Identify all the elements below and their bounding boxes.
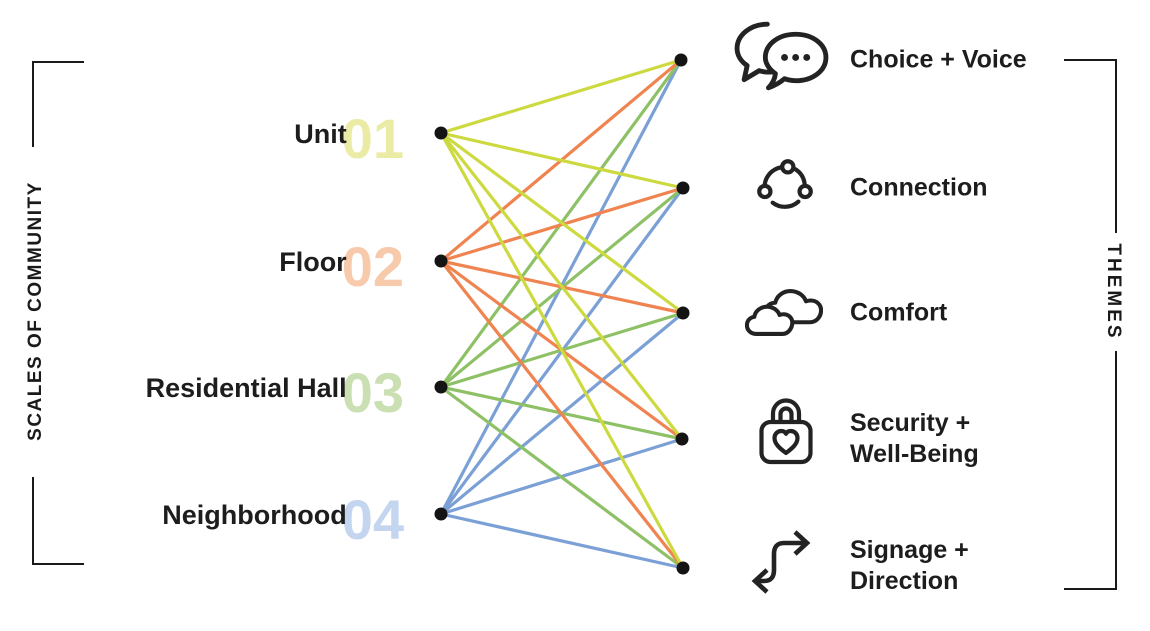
right-bracket-bottom-tick bbox=[1064, 588, 1117, 590]
scale-number: 04 bbox=[341, 488, 404, 551]
connection-network-icon bbox=[757, 159, 813, 215]
scale-label: Unit bbox=[294, 118, 347, 149]
node-dot bbox=[674, 53, 688, 67]
right-bracket-top-line bbox=[1115, 59, 1117, 233]
theme-row-connection: Connection bbox=[850, 173, 988, 204]
edge-unit bbox=[439, 132, 684, 440]
scale-label: Residential Hall bbox=[145, 372, 347, 403]
scale-row-residential-hall: Residential Hall 03 bbox=[145, 357, 404, 424]
right-bracket-top-tick bbox=[1064, 59, 1117, 61]
lock-heart-icon bbox=[756, 391, 816, 467]
scale-number: 03 bbox=[341, 361, 404, 424]
theme-label: Choice + Voice bbox=[850, 45, 1027, 74]
theme-row-comfort: Comfort bbox=[850, 298, 947, 329]
node-dot bbox=[676, 181, 690, 195]
node-dot bbox=[434, 380, 448, 394]
scale-label: Floor bbox=[279, 246, 347, 277]
theme-label: Security + Well-Being bbox=[850, 409, 979, 468]
node-dot bbox=[676, 306, 690, 320]
scale-label: Neighborhood bbox=[162, 499, 347, 530]
direction-arrows-icon bbox=[749, 528, 813, 596]
left-bracket-bottom-tick bbox=[32, 563, 84, 565]
theme-row-signage-direction: Signage + Direction bbox=[850, 535, 969, 597]
speech-bubbles-icon bbox=[731, 18, 832, 99]
edge-unit bbox=[440, 131, 684, 315]
theme-row-security-well-being: Security + Well-Being bbox=[850, 408, 979, 470]
edge-floor bbox=[439, 260, 685, 569]
edge-unit bbox=[439, 132, 685, 569]
scale-row-unit: Unit 01 bbox=[294, 103, 404, 170]
node-dot bbox=[434, 254, 448, 268]
left-bracket-top-line bbox=[32, 61, 34, 147]
theme-label: Connection bbox=[850, 173, 988, 202]
scale-number: 01 bbox=[341, 107, 404, 170]
theme-label: Comfort bbox=[850, 298, 948, 327]
edge-neighborhood bbox=[440, 512, 684, 570]
scale-number: 02 bbox=[341, 235, 404, 298]
clouds-icon bbox=[745, 286, 823, 339]
node-dot bbox=[434, 126, 448, 140]
node-dot bbox=[676, 561, 690, 575]
node-dot bbox=[675, 432, 689, 446]
scale-row-neighborhood: Neighborhood 04 bbox=[162, 484, 404, 551]
theme-row-choice-voice: Choice + Voice bbox=[850, 45, 1027, 76]
theme-label: Signage + Direction bbox=[850, 536, 969, 595]
edge-residential-hall bbox=[440, 385, 684, 570]
right-bracket-bottom-line bbox=[1115, 351, 1117, 590]
node-dot bbox=[434, 507, 448, 521]
scale-row-floor: Floor 02 bbox=[279, 231, 404, 298]
left-bracket-bottom-line bbox=[32, 477, 34, 565]
left-bracket-top-tick bbox=[32, 61, 84, 63]
edge-unit bbox=[440, 58, 682, 135]
edge-unit bbox=[440, 131, 684, 190]
